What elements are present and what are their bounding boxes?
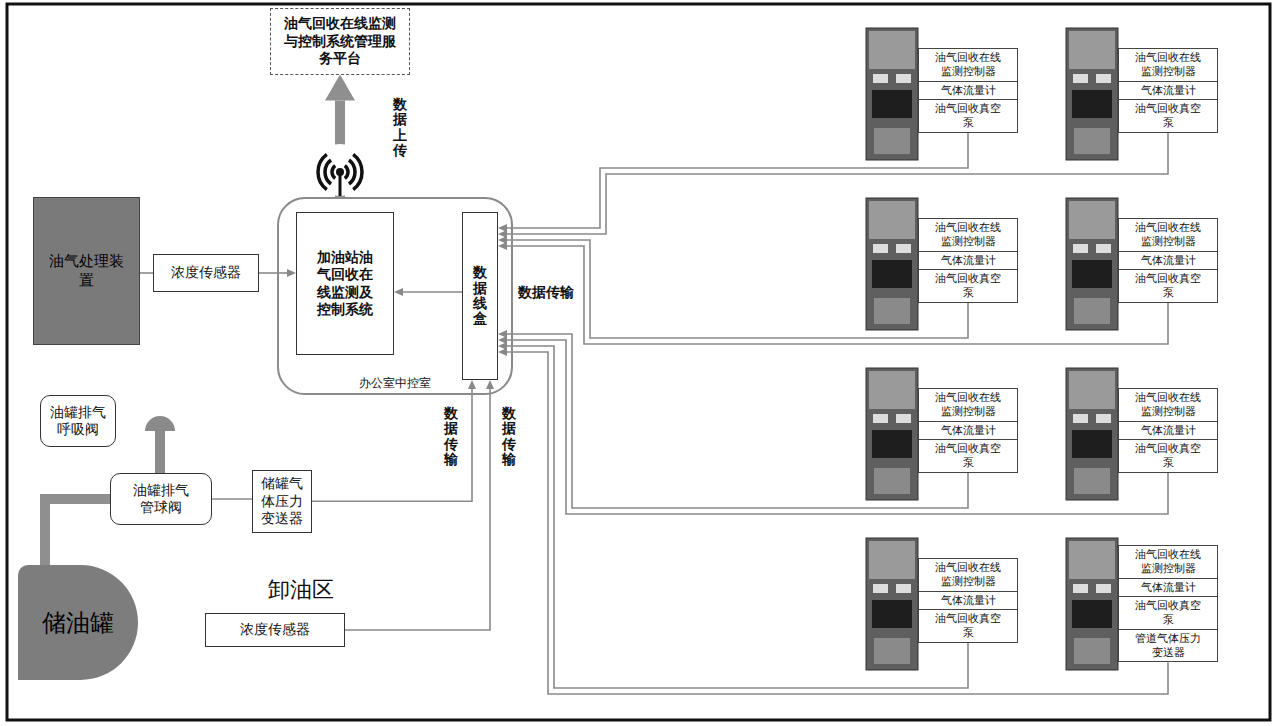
junction-box: 数据线盒: [462, 212, 498, 380]
node-label: 浓度传感器: [160, 264, 252, 282]
dispenser-panel: 油气回收在线监测控制器气体流量计油气回收真空泵管道气体压力变送器: [1118, 545, 1218, 662]
panel-cell: 油气回收在线监测控制器: [919, 389, 1017, 421]
dispenser-panel: 油气回收在线监测控制器气体流量计油气回收真空泵: [1118, 218, 1218, 303]
panel-cell: 油气回收真空泵: [1119, 439, 1217, 472]
data-line: [507, 133, 968, 228]
panel-cell: 油气回收真空泵: [1119, 596, 1217, 629]
data-line: [507, 352, 1168, 694]
node-label: 油气回收在线监测与控制系统管理服务平台: [279, 15, 401, 68]
fuel-dispenser: [866, 28, 918, 160]
breather-valve-cap: [145, 416, 175, 431]
data-line: [212, 498, 252, 500]
panel-cell: 气体流量计: [1119, 578, 1217, 597]
data-line: [403, 291, 462, 293]
panel-cell: 管道气体压力变送器: [1119, 629, 1217, 662]
node-label: 油气处理装置: [42, 252, 131, 290]
panel-cell: 气体流量计: [1119, 421, 1217, 440]
breather-valve-box: 油罐排气呼吸阀: [40, 395, 116, 447]
fuel-dispenser: [1066, 368, 1118, 500]
panel-cell: 油气回收真空泵: [1119, 99, 1217, 132]
fuel-dispenser: [866, 198, 918, 330]
node-label: 加油站油气回收在线监测及控制系统: [315, 249, 375, 319]
control-room: 办公室中控室加油站油气回收在线监测及控制系统数据线盒: [277, 197, 513, 395]
fuel-dispenser: [866, 538, 918, 670]
data-line: [140, 272, 153, 274]
panel-cell: 油气回收在线监测控制器: [1119, 219, 1217, 251]
panel-cell: 油气回收在线监测控制器: [919, 219, 1017, 251]
fuel-dispenser: [866, 368, 918, 500]
panel-cell: 油气回收真空泵: [1119, 269, 1217, 302]
panel-cell: 油气回收在线监测控制器: [1119, 49, 1217, 81]
panel-cell: 气体流量计: [919, 421, 1017, 440]
node-label: 数据线盒: [473, 265, 487, 327]
vapor-processor: 油气处理装置: [33, 197, 140, 345]
pressure-transmitter: 储罐气体压力变送器: [252, 470, 312, 533]
fuel-dispenser: [1066, 198, 1118, 330]
antenna-mast: [339, 172, 342, 196]
panel-cell: 气体流量计: [919, 591, 1017, 610]
edge-label: 数据传输: [501, 405, 517, 469]
data-line: [507, 240, 968, 338]
panel-cell: 油气回收在线监测控制器: [1119, 389, 1217, 421]
dispenser-panel: 油气回收在线监测控制器气体流量计油气回收真空泵: [1118, 388, 1218, 473]
node-label: 储油罐: [18, 608, 138, 638]
dispenser-panel: 油气回收在线监测控制器气体流量计油气回收真空泵: [1118, 48, 1218, 133]
antenna-ground: [314, 144, 366, 196]
panel-cell: 气体流量计: [919, 251, 1017, 270]
data-line: [507, 133, 1168, 234]
panel-cell: 油气回收真空泵: [919, 609, 1017, 642]
node-label: 油罐排气呼吸阀: [47, 404, 109, 439]
data-line: [259, 272, 287, 274]
panel-cell: 气体流量计: [1119, 251, 1217, 270]
dispenser-panel: 油气回收在线监测控制器气体流量计油气回收真空泵: [918, 218, 1018, 303]
panel-cell: 油气回收在线监测控制器: [919, 49, 1017, 81]
data-line: [507, 246, 1168, 344]
data-line: [345, 389, 490, 630]
system-box: 加油站油气回收在线监测及控制系统: [296, 212, 394, 355]
area-heading: 卸油区: [268, 576, 334, 604]
storage-tank: 储油罐: [18, 565, 138, 680]
dispenser-panel: 油气回收在线监测控制器气体流量计油气回收真空泵: [918, 388, 1018, 473]
panel-cell: 气体流量计: [919, 81, 1017, 100]
panel-cell: 气体流量计: [1119, 81, 1217, 100]
data-line: [507, 340, 1168, 514]
oil-pipe: [45, 499, 110, 565]
vent-pipe: [155, 428, 165, 473]
edge-label: 数据上传: [392, 96, 408, 160]
panel-cell: 油气回收真空泵: [919, 99, 1017, 132]
node-label: 油罐排气管球阀: [131, 482, 191, 517]
data-line: [312, 389, 472, 501]
transfer-label: 数据传输: [517, 283, 575, 303]
dispenser-group: [866, 28, 1118, 670]
dispenser-panel: 油气回收在线监测控制器气体流量计油气回收真空泵: [918, 48, 1018, 133]
antenna-waves: [318, 154, 362, 189]
panel-cell: 油气回收在线监测控制器: [919, 559, 1017, 591]
panel-cell: 油气回收真空泵: [919, 439, 1017, 472]
fuel-dispenser: [1066, 28, 1118, 160]
node-label: 浓度传感器: [212, 621, 338, 639]
data-line: [507, 346, 968, 688]
dispenser-panel: 油气回收在线监测控制器气体流量计油气回收真空泵: [918, 558, 1018, 643]
edge-label: 数据传输: [443, 405, 459, 469]
ball-valve-box: 油罐排气管球阀: [110, 473, 212, 525]
service-platform: 油气回收在线监测与控制系统管理服务平台: [270, 8, 410, 75]
panel-cell: 油气回收在线监测控制器: [1119, 546, 1217, 578]
data-line: [507, 334, 968, 508]
panel-cell: 油气回收真空泵: [919, 269, 1017, 302]
node-label: 储罐气体压力变送器: [261, 475, 303, 528]
sensor-box: 浓度传感器: [153, 254, 259, 292]
sensor-box: 卸油区浓度传感器: [205, 613, 345, 647]
frame: [7, 4, 1270, 720]
fuel-dispenser: [1066, 538, 1118, 670]
